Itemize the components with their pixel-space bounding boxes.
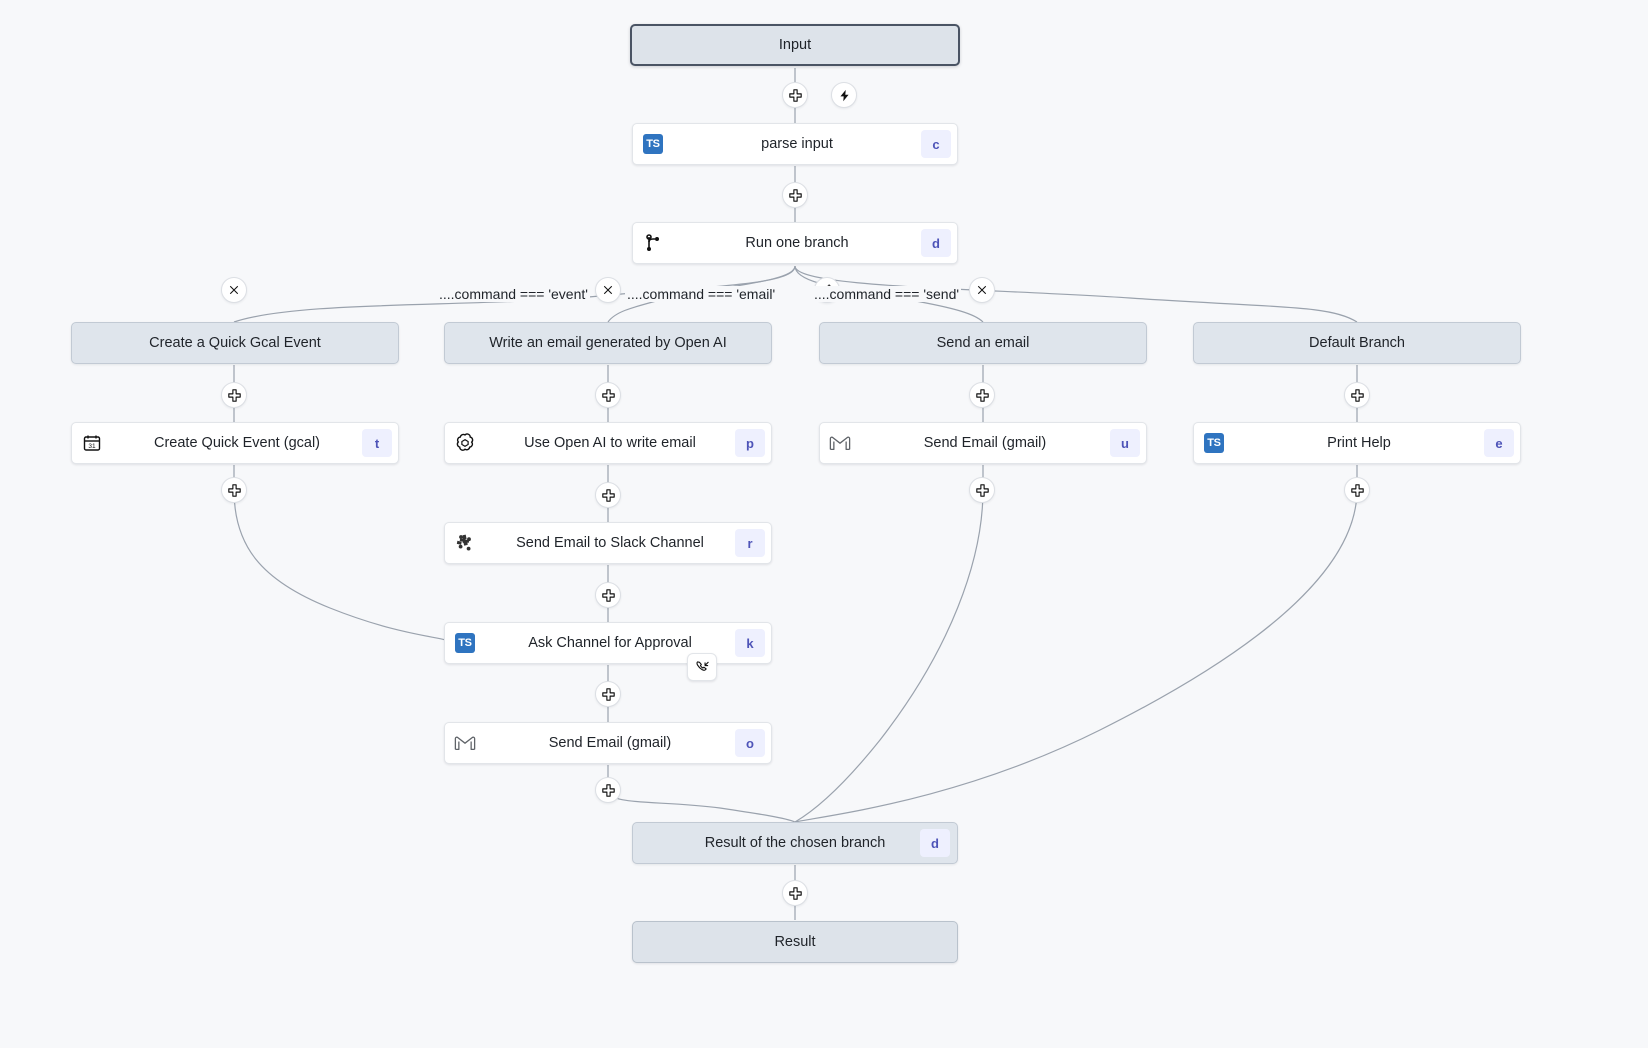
plus-icon <box>601 783 615 797</box>
typescript-icon: TS <box>633 123 673 165</box>
node-input[interactable]: Input <box>630 24 960 66</box>
add-step-handle-slack[interactable] <box>595 582 621 608</box>
node-ask-channel-approval-label: Ask Channel for Approval <box>528 635 692 651</box>
branch-head-email-label: Write an email generated by Open AI <box>489 335 727 351</box>
add-step-handle-gcal[interactable] <box>221 477 247 503</box>
node-send-email-gmail-send-shortcut[interactable]: u <box>1110 429 1140 457</box>
close-icon <box>229 285 239 295</box>
node-create-quick-event-shortcut[interactable]: t <box>362 429 392 457</box>
add-step-handle-input[interactable] <box>782 82 808 108</box>
node-print-help-shortcut[interactable]: e <box>1484 429 1514 457</box>
branch-icon <box>633 222 673 264</box>
node-result-of-branch[interactable]: Result of the chosen branch d <box>632 822 958 864</box>
branch-head-default-label: Default Branch <box>1309 335 1405 351</box>
branch-head-default[interactable]: Default Branch <box>1193 322 1521 364</box>
branch-head-send[interactable]: Send an email <box>819 322 1147 364</box>
node-send-email-gmail-branch-shortcut[interactable]: o <box>735 729 765 757</box>
add-step-handle-gmail-send[interactable] <box>969 477 995 503</box>
node-run-one-branch-shortcut[interactable]: d <box>921 229 951 257</box>
remove-branch-handle-3[interactable] <box>969 277 995 303</box>
openai-icon <box>445 422 485 464</box>
add-step-handle-default-col[interactable] <box>1344 382 1370 408</box>
node-result-of-branch-shortcut[interactable]: d <box>920 829 950 857</box>
plus-icon <box>601 588 615 602</box>
node-send-email-slack-shortcut[interactable]: r <box>735 529 765 557</box>
node-print-help[interactable]: TS Print Help e <box>1193 422 1521 464</box>
calendar-icon: 31 <box>72 422 112 464</box>
node-create-quick-event-label: Create Quick Event (gcal) <box>153 435 320 451</box>
typescript-icon: TS <box>445 622 485 664</box>
plus-icon <box>227 388 241 402</box>
gmail-icon <box>445 722 485 764</box>
remove-branch-handle-1[interactable] <box>221 277 247 303</box>
plus-icon <box>601 687 615 701</box>
node-parse-input-label: parse input <box>761 136 833 152</box>
node-use-open-ai-label: Use Open AI to write email <box>524 435 696 451</box>
plus-icon <box>601 488 615 502</box>
add-step-handle-parse[interactable] <box>782 182 808 208</box>
typescript-icon: TS <box>1194 422 1234 464</box>
plus-icon <box>1350 483 1364 497</box>
node-result-label: Result <box>774 934 816 950</box>
lightning-icon <box>839 89 849 101</box>
slack-icon <box>445 522 485 564</box>
plus-icon <box>1350 388 1364 402</box>
node-parse-input[interactable]: TS parse input c <box>632 123 958 165</box>
node-send-email-slack-label: Send Email to Slack Channel <box>516 535 704 551</box>
plus-icon <box>788 188 802 202</box>
plus-icon <box>601 388 615 402</box>
add-step-handle-gmail-branch[interactable] <box>595 777 621 803</box>
node-use-open-ai[interactable]: Use Open AI to write email p <box>444 422 772 464</box>
add-step-handle-approval[interactable] <box>595 681 621 707</box>
node-run-one-branch[interactable]: Run one branch d <box>632 222 958 264</box>
node-send-email-gmail-branch[interactable]: Send Email (gmail) o <box>444 722 772 764</box>
plus-icon <box>975 483 989 497</box>
node-result[interactable]: Result <box>632 921 958 963</box>
edge-label-event: ....command === 'event' <box>437 286 590 302</box>
suspend-resume-icon[interactable] <box>687 653 717 681</box>
edge-label-send: ....command === 'send' <box>812 286 962 302</box>
node-send-email-gmail-send-label: Send Email (gmail) <box>923 435 1047 451</box>
node-use-open-ai-shortcut[interactable]: p <box>735 429 765 457</box>
node-ask-channel-approval-shortcut[interactable]: k <box>735 629 765 657</box>
add-step-handle-send-col[interactable] <box>969 382 995 408</box>
close-icon <box>977 285 987 295</box>
node-print-help-label: Print Help <box>1327 435 1391 451</box>
node-send-email-gmail-branch-label: Send Email (gmail) <box>548 735 672 751</box>
branch-head-event-label: Create a Quick Gcal Event <box>149 335 321 351</box>
node-send-email-gmail-send[interactable]: Send Email (gmail) u <box>819 422 1147 464</box>
branch-head-send-label: Send an email <box>936 335 1030 351</box>
node-run-one-branch-label: Run one branch <box>745 235 849 251</box>
close-icon <box>603 285 613 295</box>
add-step-handle-email-col[interactable] <box>595 382 621 408</box>
node-ask-channel-approval[interactable]: TS Ask Channel for Approval k <box>444 622 772 664</box>
svg-text:31: 31 <box>88 443 96 450</box>
remove-branch-handle-2[interactable] <box>595 277 621 303</box>
branch-head-email[interactable]: Write an email generated by Open AI <box>444 322 772 364</box>
trigger-handle[interactable] <box>831 82 857 108</box>
add-step-handle-event-col[interactable] <box>221 382 247 408</box>
node-result-of-branch-label: Result of the chosen branch <box>704 835 886 851</box>
branch-head-event[interactable]: Create a Quick Gcal Event <box>71 322 399 364</box>
add-step-handle-print-help[interactable] <box>1344 477 1370 503</box>
node-parse-input-shortcut[interactable]: c <box>921 130 951 158</box>
gmail-icon <box>820 422 860 464</box>
plus-icon <box>227 483 241 497</box>
plus-icon <box>788 886 802 900</box>
node-send-email-slack[interactable]: Send Email to Slack Channel r <box>444 522 772 564</box>
plus-icon <box>975 388 989 402</box>
node-input-label: Input <box>778 37 812 53</box>
plus-icon <box>788 88 802 102</box>
add-step-handle-result[interactable] <box>782 880 808 906</box>
edge-label-email: ....command === 'email' <box>625 286 778 302</box>
node-create-quick-event[interactable]: 31 Create Quick Event (gcal) t <box>71 422 399 464</box>
add-step-handle-openai[interactable] <box>595 482 621 508</box>
